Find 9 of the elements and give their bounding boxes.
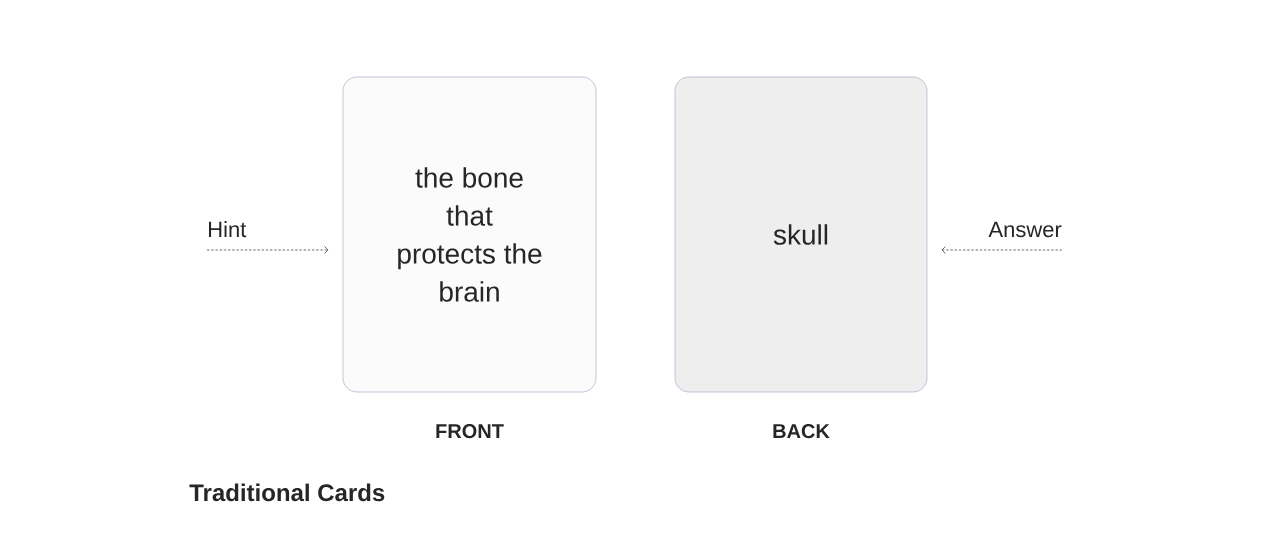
card-label: BACK [773, 424, 830, 439]
card-label: FRONT [436, 424, 504, 439]
side-label: Answer [988, 221, 1062, 238]
flash-card: skull [674, 76, 928, 393]
dashed-arrow [206, 246, 329, 254]
flash-card: the bone that protects the brain [342, 76, 597, 393]
side-label: Hint [209, 221, 247, 238]
dashed-arrow [941, 246, 1063, 254]
caption: Traditional Cards [189, 483, 385, 502]
